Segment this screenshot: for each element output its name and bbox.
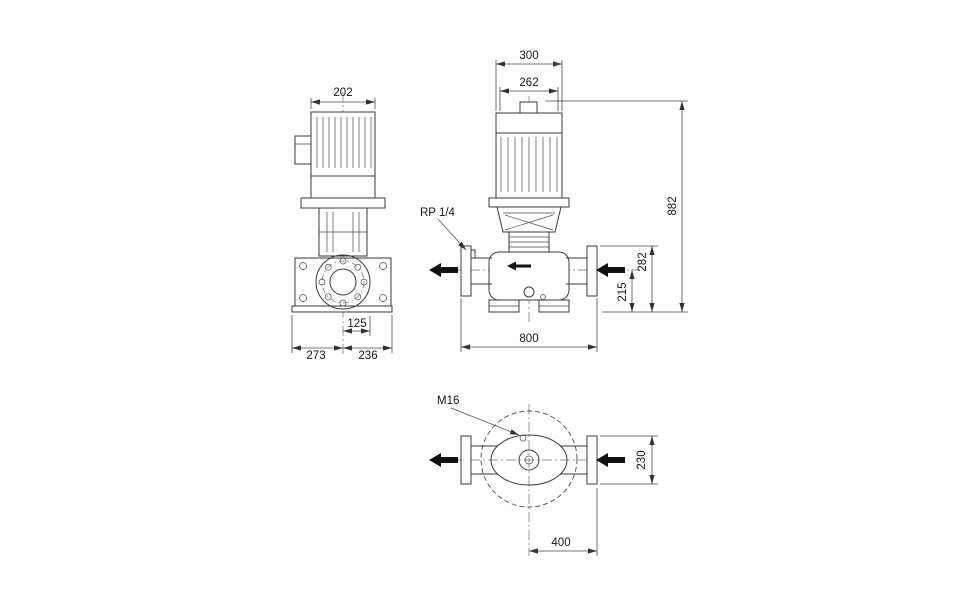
flow-arrow-inlet-top [596, 453, 625, 467]
front-view: RP 1/4 300 262 882 282 215 800 [420, 50, 688, 352]
vent-plug [540, 294, 546, 300]
dim-motor-width-side: 202 [333, 87, 352, 99]
dim-drain-offset: 125 [347, 318, 366, 330]
motor-outline-top [480, 410, 578, 508]
volute-front [488, 251, 570, 301]
side-view: 202 125 273 236 [291, 87, 393, 362]
flow-arrow-inlet [596, 263, 625, 277]
lantern-window [503, 212, 555, 231]
casing-bolts [299, 262, 387, 302]
motor-fins-side [316, 117, 372, 168]
pump-housing-side [294, 257, 392, 307]
suction-flange-top [586, 435, 598, 485]
terminal-box [294, 135, 314, 165]
dim-fan-cover-width: 262 [519, 77, 538, 89]
dim-flange-depth: 230 [636, 450, 648, 469]
dim-center-to-flange: 400 [551, 537, 570, 549]
front-dimensions: RP 1/4 300 262 882 282 215 800 [420, 50, 688, 352]
nozzle-pipes-top [471, 445, 587, 475]
gauge-port-label: RP 1/4 [420, 207, 456, 219]
shaft-boss-top [518, 449, 540, 471]
side-pump-outline [291, 111, 393, 313]
dim-port-to-port: 800 [519, 333, 538, 345]
dim-depth-front: 236 [358, 350, 377, 362]
discharge-flange-top [460, 435, 472, 485]
flow-arrow-internal [507, 261, 531, 271]
drain-plug [523, 286, 535, 298]
motor-flange-front [488, 197, 570, 208]
fan-cover [495, 112, 563, 134]
dim-depth-rear: 273 [306, 350, 325, 362]
top-view: M16 230 400 [429, 395, 658, 556]
dim-axis-height: 215 [617, 282, 629, 301]
seal-housing [508, 231, 550, 255]
lantern-front [496, 206, 562, 233]
motor-body-side [310, 111, 376, 199]
shaft-top [524, 455, 534, 465]
motor-flange-side [300, 197, 386, 209]
m16-bolt-hole [519, 434, 527, 442]
bolt-size-leader [450, 407, 520, 436]
volute-top [490, 434, 568, 486]
seal-stack-lines [509, 236, 549, 248]
flange-bolt-holes [318, 257, 368, 307]
gauge-port-leader [437, 218, 467, 251]
flange-face-outer [315, 254, 371, 310]
dim-total-height: 882 [667, 196, 679, 215]
bolt-circle [321, 260, 365, 304]
dim-motor-width-front: 300 [519, 50, 538, 62]
flange-face-bore [329, 268, 357, 296]
top-pump-outline [460, 410, 598, 508]
flow-arrow-outlet [429, 263, 458, 277]
discharge-flange [460, 245, 472, 297]
side-dimensions: 202 125 273 236 [291, 87, 393, 362]
suction-flange [586, 245, 598, 297]
dim-suction-height: 282 [637, 252, 649, 271]
motor-fins-front [500, 137, 558, 192]
motor-top-cap [519, 101, 538, 114]
bolt-size-label: M16 [437, 395, 459, 407]
flow-arrow-outlet-top [429, 453, 458, 467]
top-dimensions: M16 230 400 [437, 395, 658, 556]
nozzle-pipes-front [471, 257, 587, 285]
front-pump-outline [460, 101, 598, 313]
coupling-guard-side [319, 212, 367, 252]
